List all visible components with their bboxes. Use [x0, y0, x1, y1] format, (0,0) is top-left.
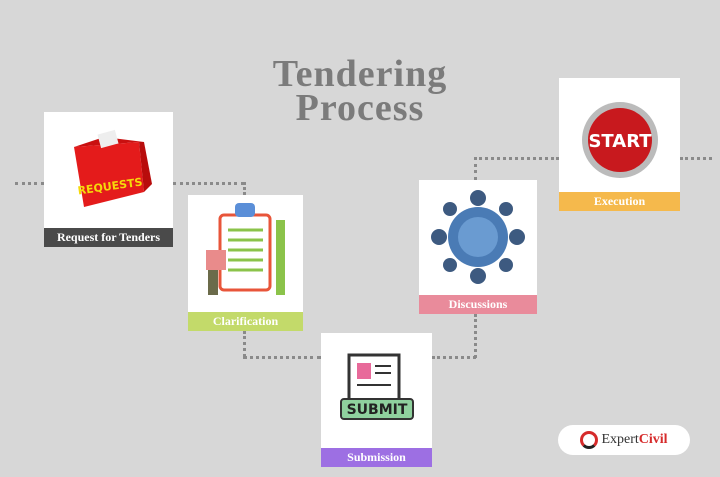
step-label: Request for Tenders	[44, 228, 173, 247]
start-button-icon: START	[582, 102, 658, 178]
connector	[680, 157, 712, 160]
connector	[432, 356, 476, 359]
step-request-for-tenders: REQUESTS Request for Tenders	[44, 112, 173, 247]
logo-text: Expert	[601, 432, 639, 447]
step-discussions: Discussions	[419, 180, 537, 314]
connector	[243, 331, 246, 357]
step-label: Execution	[559, 192, 680, 211]
meeting-table-icon	[431, 190, 525, 284]
logo-icon	[580, 431, 599, 449]
logo-text-accent: Civil	[638, 432, 668, 447]
tender-box-icon: REQUESTS	[74, 129, 152, 207]
submit-document-icon: SUBMIT	[340, 353, 414, 420]
connector	[474, 314, 477, 358]
clipboard-icon	[206, 203, 285, 295]
step-clarification: Clarification	[188, 195, 303, 331]
step-execution: START Execution	[559, 78, 680, 211]
connector	[474, 157, 477, 180]
connector	[173, 182, 244, 185]
step-label: Clarification	[188, 312, 303, 331]
connector	[15, 182, 44, 185]
step-label: Submission	[321, 448, 432, 467]
connector	[243, 356, 321, 359]
title-line2: Process	[295, 87, 425, 129]
title-line1: Tendering	[272, 53, 448, 95]
submit-lettering: SUBMIT	[347, 402, 408, 418]
connector	[243, 182, 246, 195]
start-lettering: START	[588, 131, 652, 152]
connector	[474, 157, 559, 160]
step-label: Discussions	[419, 295, 537, 314]
step-submission: SUBMIT Submission	[321, 333, 432, 467]
